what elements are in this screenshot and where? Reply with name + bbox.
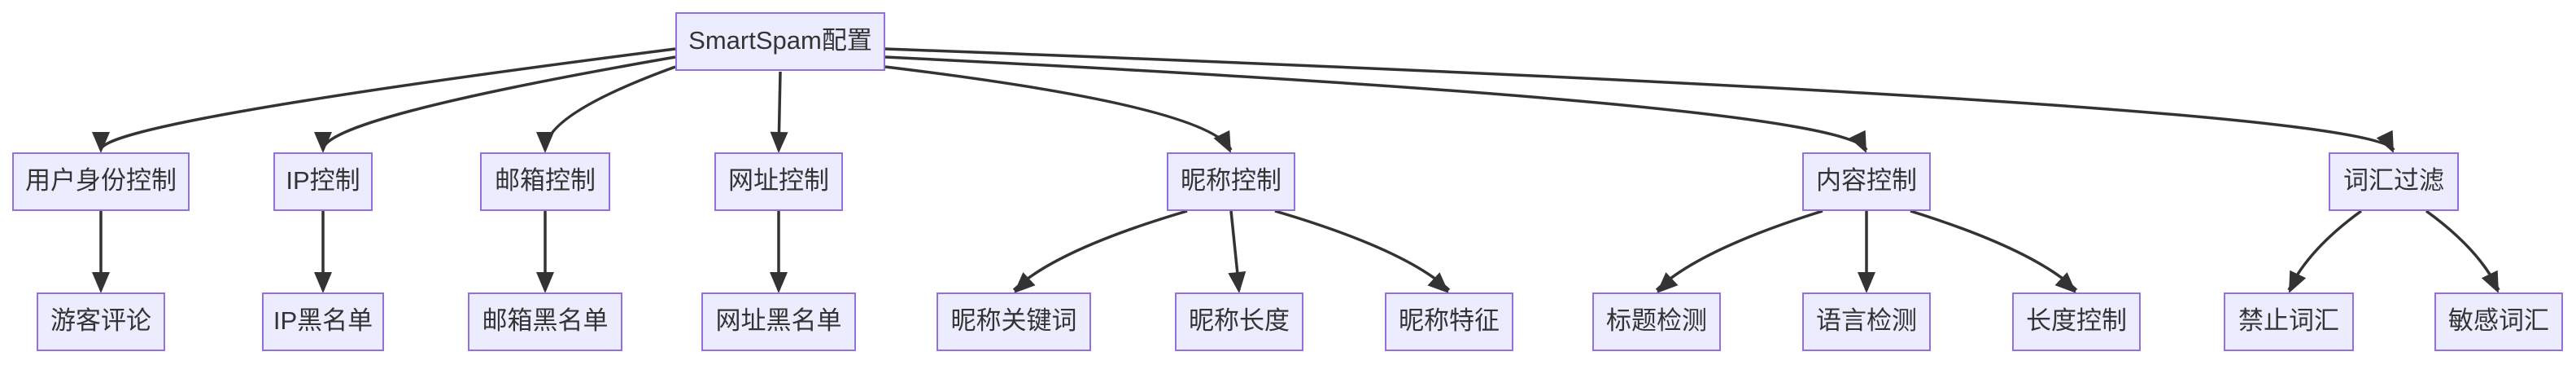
arrowhead-icon-n2 <box>314 132 332 153</box>
node-c11: 禁止词汇 <box>2224 292 2354 351</box>
edge-root-n7 <box>884 47 2395 152</box>
node-c5: 昵称关键词 <box>937 292 1091 351</box>
edge-root-n2 <box>321 55 676 151</box>
node-c8: 标题检测 <box>1592 292 1721 351</box>
node-c7: 昵称特征 <box>1385 292 1513 351</box>
arrowhead-icon-n3 <box>536 132 554 153</box>
arrowhead-icon-n1 <box>92 132 110 153</box>
node-n3: 邮箱控制 <box>480 152 610 211</box>
edge-root-n3 <box>544 65 676 151</box>
node-c9: 语言检测 <box>1802 292 1931 351</box>
arrowhead-icon-n4 <box>770 131 788 153</box>
node-n2: IP控制 <box>273 152 373 211</box>
node-c3: 邮箱黑名单 <box>468 292 622 351</box>
node-n1: 用户身份控制 <box>12 152 190 211</box>
arrowhead-icon-c2 <box>314 272 332 293</box>
node-c4: 网址黑名单 <box>701 292 856 351</box>
arrowhead-icon-c10 <box>2054 272 2076 293</box>
arrowhead-icon-c5 <box>1014 272 1036 293</box>
edge-n5-c5 <box>1012 209 1188 292</box>
node-c10: 长度控制 <box>2012 292 2141 351</box>
edge-n6-c10 <box>1910 209 2078 292</box>
node-c6: 昵称长度 <box>1175 292 1303 351</box>
edge-root-n1 <box>99 47 676 151</box>
arrowhead-icon-c7 <box>1427 272 1449 293</box>
node-n4: 网址控制 <box>714 152 843 211</box>
node-c1: 游客评论 <box>37 292 165 351</box>
arrowhead-icon-n5 <box>1213 130 1231 153</box>
arrowhead-icon-n7 <box>2376 130 2394 153</box>
arrowhead-icon-n6 <box>1849 130 1867 153</box>
arrowhead-icon-c11 <box>2289 270 2307 293</box>
node-n6: 内容控制 <box>1802 152 1931 211</box>
arrowhead-icon-c1 <box>92 272 110 293</box>
arrowhead-icon-c8 <box>1657 272 1679 293</box>
node-c12: 敏感词汇 <box>2434 292 2563 351</box>
arrowhead-icon-c3 <box>536 272 554 293</box>
arrowhead-icon-c12 <box>2481 270 2499 293</box>
node-c2: IP黑名单 <box>262 292 384 351</box>
node-root: SmartSpam配置 <box>675 12 885 71</box>
node-n7: 词汇过滤 <box>2329 152 2459 211</box>
edge-root-n5 <box>884 65 1233 151</box>
edge-n6-c8 <box>1655 209 1823 292</box>
arrowhead-icon-c9 <box>1858 272 1875 293</box>
arrowhead-icon-c4 <box>770 272 788 293</box>
edge-root-n6 <box>884 55 1868 151</box>
edge-n5-c7 <box>1274 209 1451 292</box>
arrowhead-icon-c6 <box>1228 271 1247 293</box>
node-n5: 昵称控制 <box>1167 152 1295 211</box>
